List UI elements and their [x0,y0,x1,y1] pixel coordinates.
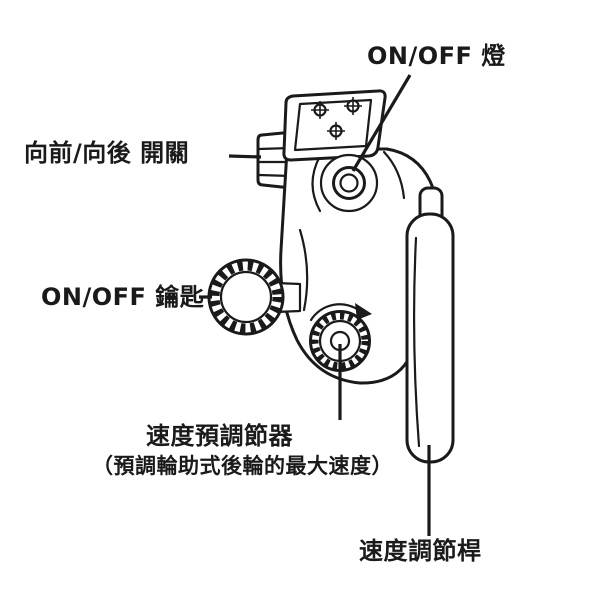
screw-hole [344,97,362,115]
speed-adjust-lever [405,186,455,464]
label-speed-lever: 速度調節桿 [359,537,482,565]
mounting-bracket [282,89,387,162]
onoff-light [319,153,379,213]
label-onoff-light: ON/OFF 燈 [367,42,506,70]
screw-hole [311,101,329,119]
leader-forward-backward-switch [228,154,262,159]
label-speed-preadjuster-note: （預調輪助式後輪的最大速度） [92,454,393,478]
label-forward-backward-switch: 向前/向後 開關 [24,139,190,167]
rotation-arrow-icon [309,303,372,322]
leader-onoff-light [351,74,412,172]
leader-lines [199,74,431,536]
speed-preadjuster-dial [309,303,372,372]
label-speed-preadjuster: 速度預調節器 [146,422,293,450]
label-onoff-key: ON/OFF 鑰匙 [41,283,205,311]
screw-hole [327,122,345,140]
onoff-key-knob [207,258,302,336]
